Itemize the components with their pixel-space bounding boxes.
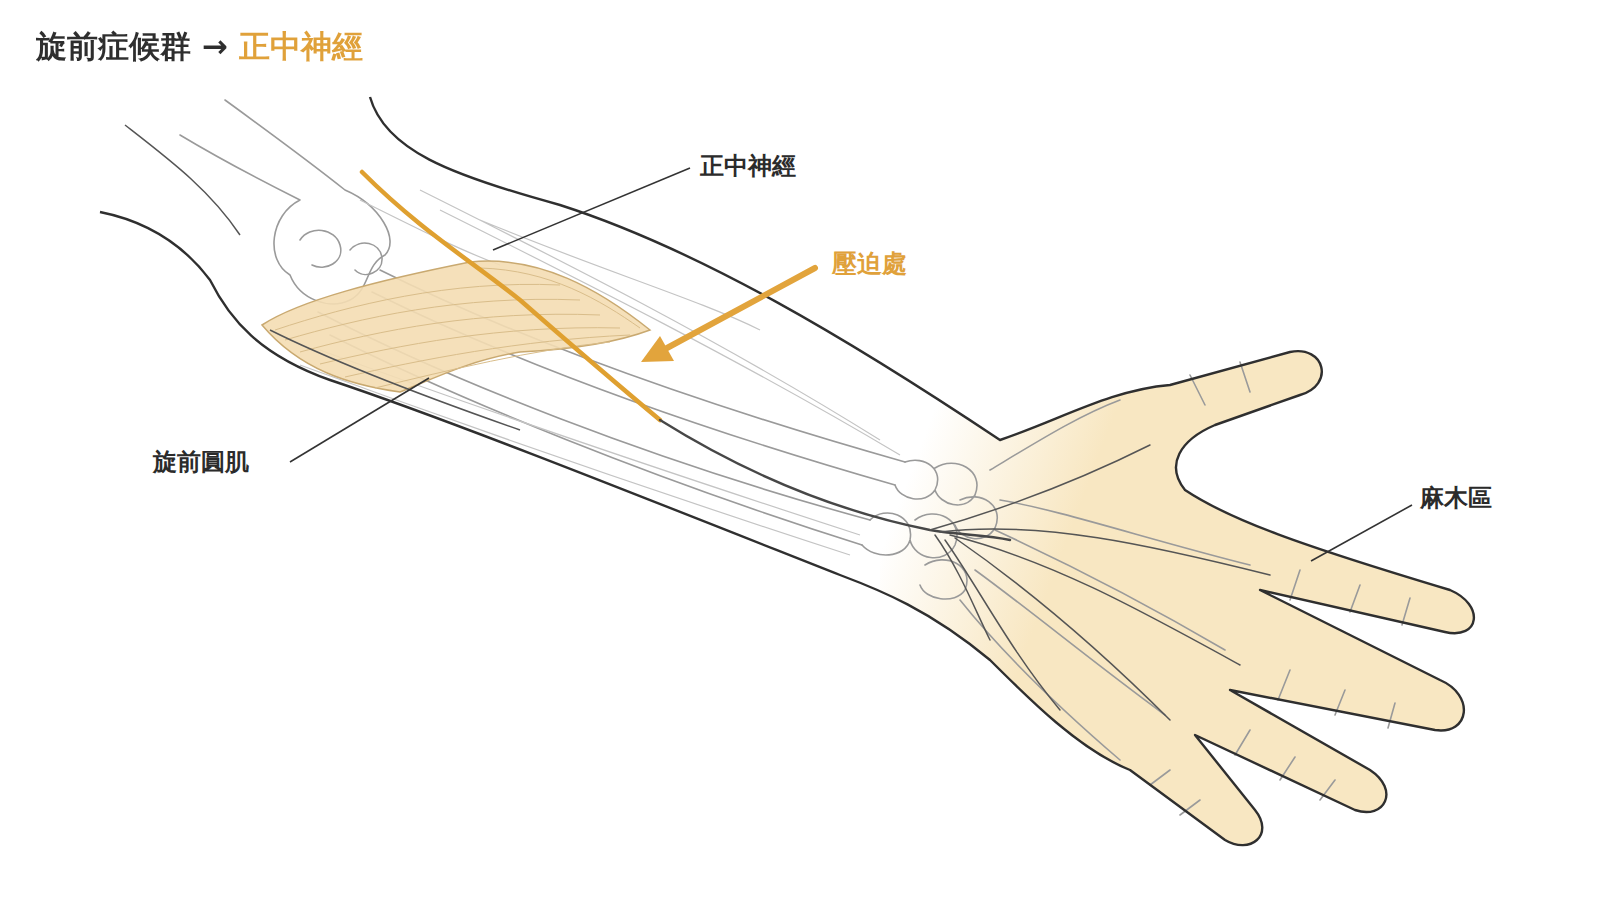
leader-lines [290, 168, 1412, 561]
leader-numb-zone [1311, 505, 1412, 561]
nerve-compressed [362, 172, 660, 420]
humerus [180, 100, 390, 304]
pronator-teres [262, 261, 650, 392]
bones [180, 100, 1410, 815]
diagram-title: 旋前症候群 → 正中神經 [36, 26, 363, 66]
muscle-body [262, 261, 650, 392]
leader-median-nerve [493, 168, 690, 250]
arrow-shaft [667, 268, 815, 348]
muscle-label: 旋前圓肌 [153, 446, 249, 478]
numb-zone-label: 麻木區 [1420, 482, 1492, 514]
inner-arm-line [125, 125, 520, 430]
median-nerve [362, 172, 1270, 720]
leader-pronator-teres [290, 378, 429, 462]
finger-joints [1150, 362, 1410, 815]
arm-outline [100, 97, 1474, 845]
compression-arrow [641, 268, 815, 362]
muscle-fibres [275, 268, 640, 388]
nerve-label: 正中神經 [700, 150, 796, 182]
arrow-head [641, 336, 674, 362]
metacarpals [960, 400, 1250, 760]
nerve-branches [930, 445, 1270, 720]
compression-label: 壓迫處 [832, 247, 907, 280]
elbow-condyles [300, 230, 382, 274]
